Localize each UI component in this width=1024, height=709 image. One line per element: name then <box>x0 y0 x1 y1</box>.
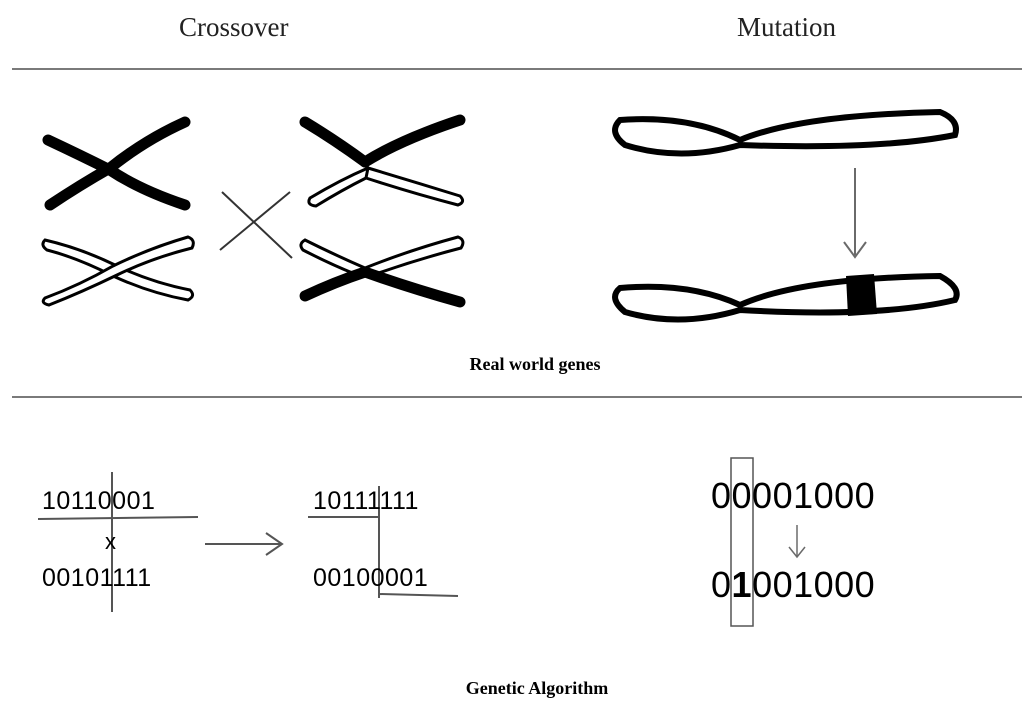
ga-child-bottom: 00100001 <box>313 564 429 592</box>
ga-cross-mark: x <box>105 529 117 554</box>
chromosome-pair-before <box>41 116 195 307</box>
cross-line-1 <box>221 191 293 259</box>
ga-mutation-after: 01001000 <box>711 567 875 603</box>
ga-parent-bottom: 00101111 <box>42 564 152 592</box>
ga-mutation-after-first-bit: 0 <box>711 564 732 605</box>
ga-child-top: 10111111 <box>313 487 419 515</box>
chromosome-pair-after <box>299 114 466 308</box>
ga-parent-top: 10110001 <box>42 487 156 515</box>
black-chromosome-arm-2 <box>44 116 191 211</box>
after-top-white-arm-2 <box>364 166 465 207</box>
real-world-caption: Real world genes <box>469 354 601 374</box>
after-bottom-black-arm-2 <box>359 266 466 308</box>
after-top-white-arm-1 <box>307 166 372 208</box>
after-top-black-arm-1 <box>299 116 371 168</box>
ga-mutation-before: 00001000 <box>711 478 875 514</box>
ga-mutation-before-rest: 0001000 <box>731 475 876 516</box>
ga-transform-arrow-head <box>265 532 284 556</box>
after-bottom-white-arm-1 <box>299 238 368 276</box>
mutation-heading: Mutation <box>737 12 836 42</box>
ga-mutation-after-rest: 001000 <box>752 564 876 605</box>
ga-mutation-before-first-bit: 0 <box>711 475 732 516</box>
genetic-algorithm-caption: Genetic Algorithm <box>465 678 609 698</box>
after-bottom-white-arm-2 <box>362 235 465 278</box>
white-chromosome-arm-2 <box>41 235 195 307</box>
after-top-black-arm-2 <box>359 114 466 168</box>
mutation-arrow-head <box>843 241 867 259</box>
ga-mutation-changed-bit: 1 <box>731 564 753 605</box>
ga-parent-underline <box>37 516 199 520</box>
ga-mutation-arrow-head <box>788 546 806 559</box>
cross-line-2 <box>219 191 291 251</box>
mutation-chromosome-before <box>612 108 959 157</box>
after-bottom-black-arm-1 <box>299 266 371 302</box>
ga-child-underline-right <box>378 593 459 597</box>
mutation-chromosome-after <box>612 272 960 323</box>
ga-mutation-highlight-box <box>730 457 754 627</box>
mutated-segment <box>846 274 877 316</box>
crossover-heading: Crossover <box>179 12 289 42</box>
